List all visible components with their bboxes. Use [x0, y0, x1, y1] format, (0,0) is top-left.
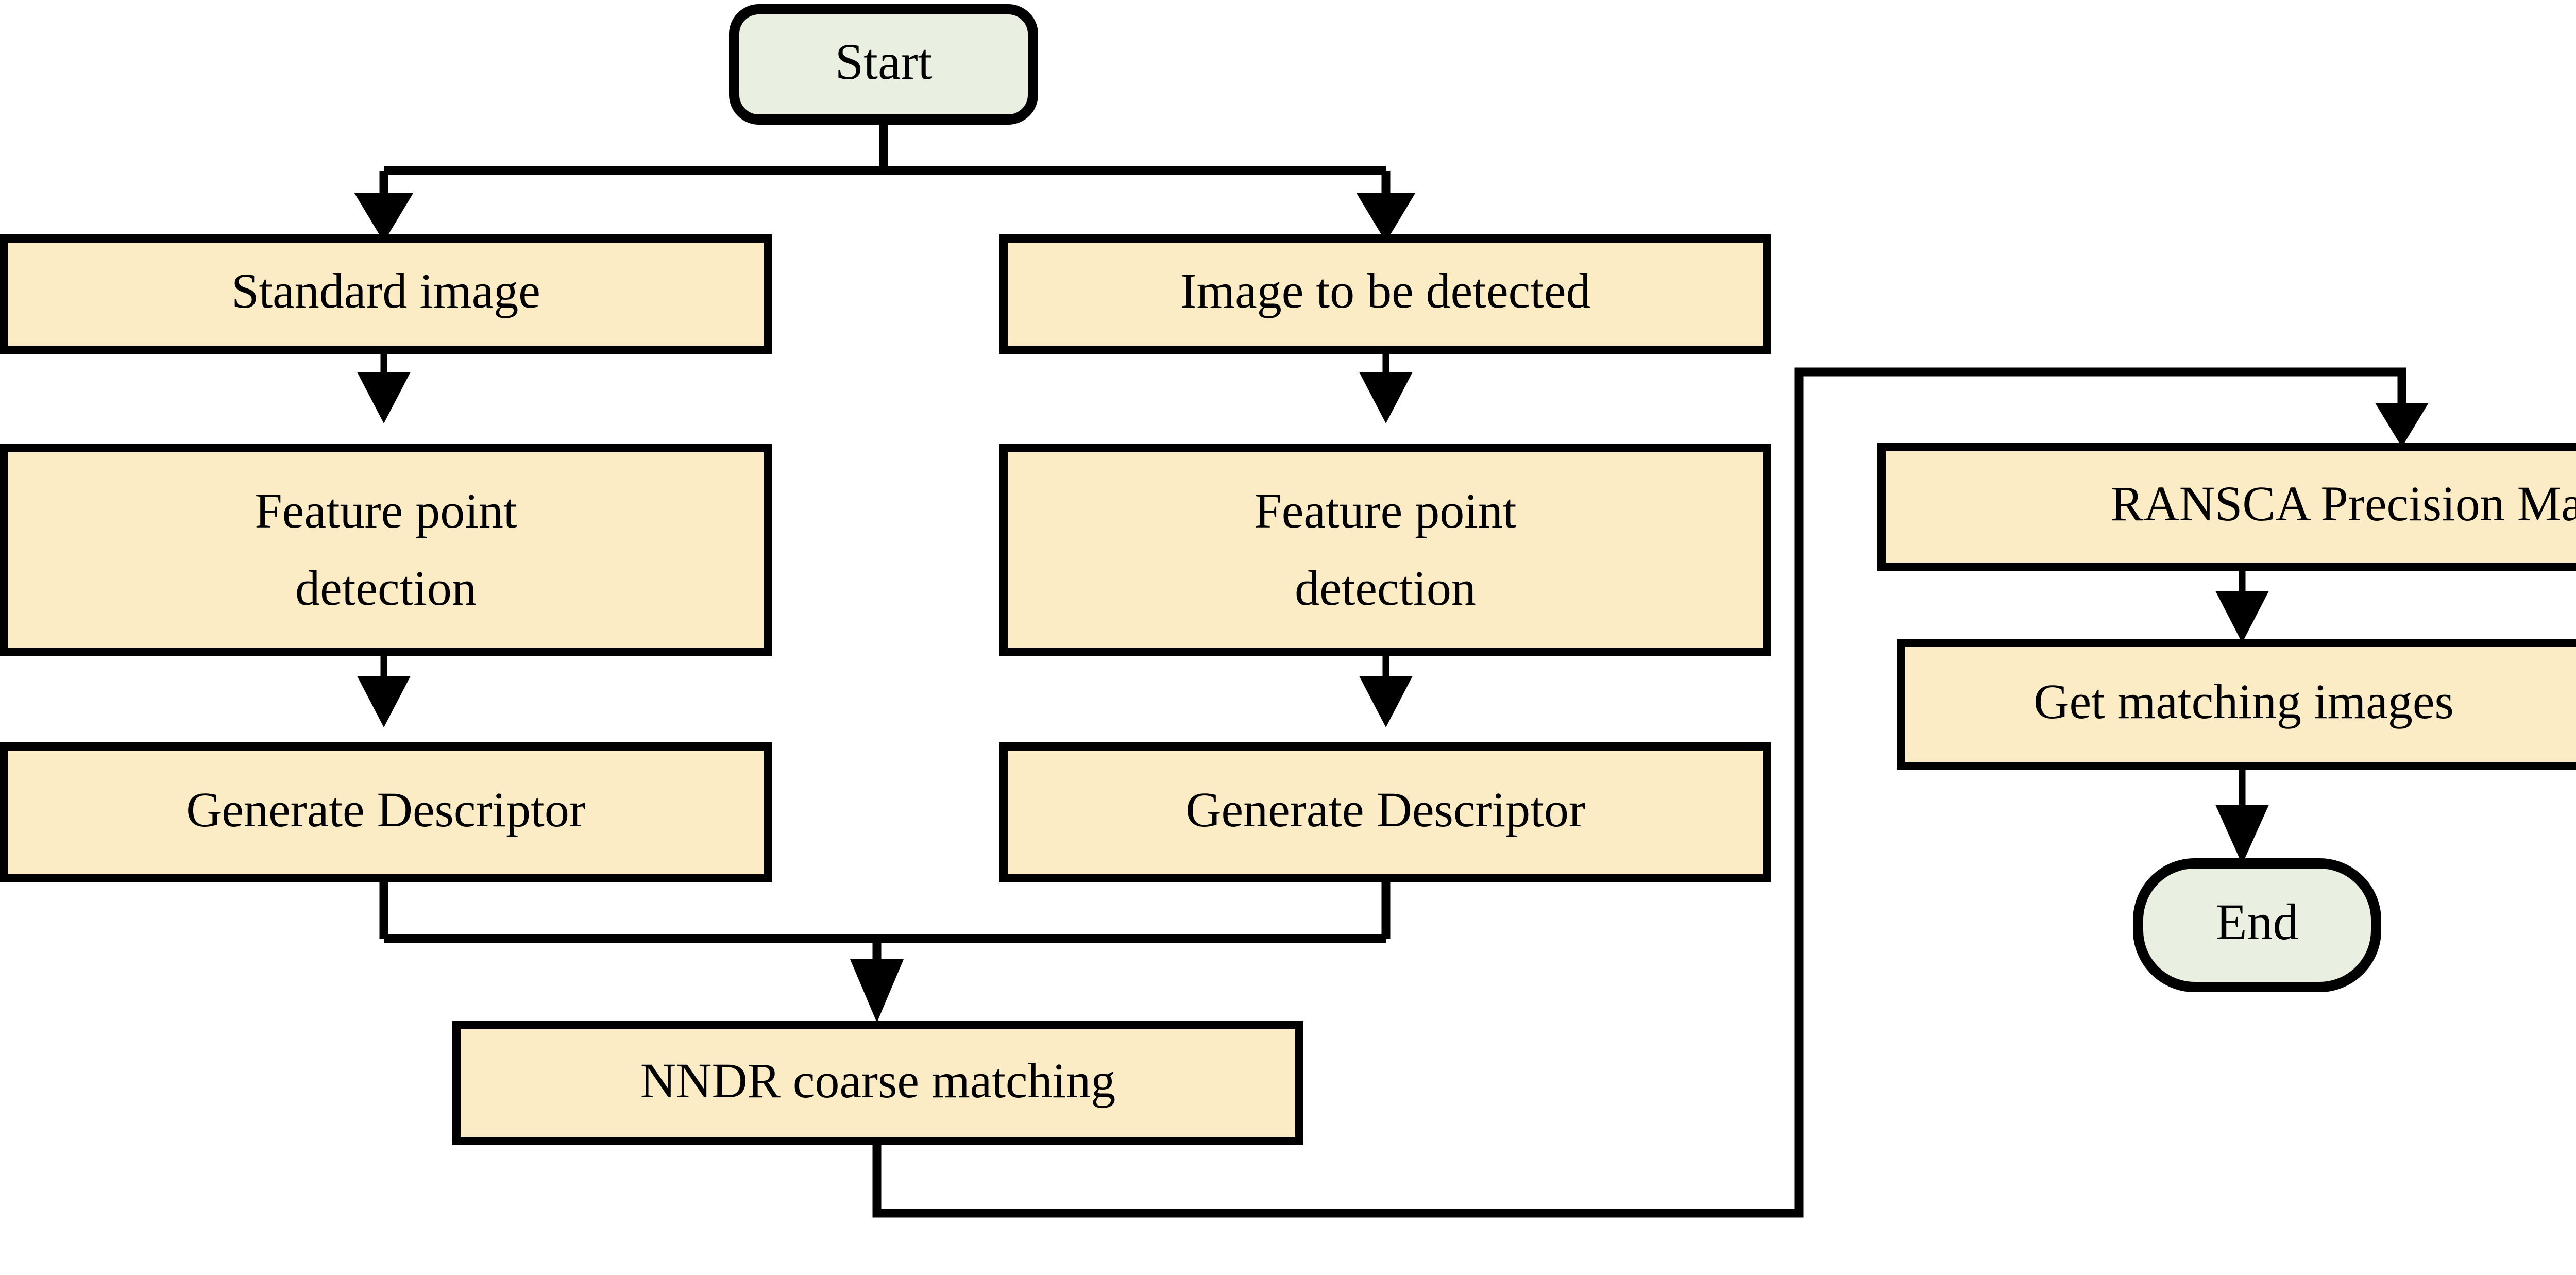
node-generate-descriptor-right[interactable]: Generate Descriptor	[999, 742, 1771, 882]
node-standard-image-label: Standard image	[231, 263, 540, 318]
node-end-label: End	[2215, 893, 2298, 950]
node-feature-point-detection-left[interactable]: Feature point detection	[0, 444, 772, 656]
edge-feature-left-to-descriptor-left	[357, 652, 411, 727]
edge-ransca-to-get-matching	[2215, 567, 2269, 643]
node-start[interactable]: Start	[729, 4, 1038, 125]
node-get-matching-images-label: Get matching images	[2033, 674, 2454, 729]
node-feature-point-detection-left-line1: Feature point	[255, 483, 517, 538]
edge-start-fork	[354, 120, 1415, 242]
edge-descriptors-merge-to-nndr	[379, 878, 1391, 1023]
node-nndr-coarse-matching-label: NNDR coarse matching	[640, 1053, 1115, 1108]
node-feature-point-detection-right-line2: detection	[1295, 560, 1476, 616]
edge-standard-to-feature-left	[357, 350, 411, 423]
edge-detected-to-feature-right	[1359, 350, 1413, 423]
node-feature-point-detection-right[interactable]: Feature point detection	[999, 444, 1771, 656]
edge-feature-right-to-descriptor-right	[1359, 652, 1413, 727]
node-generate-descriptor-left[interactable]: Generate Descriptor	[0, 742, 772, 882]
node-standard-image[interactable]: Standard image	[0, 234, 772, 354]
node-generate-descriptor-right-label: Generate Descriptor	[1185, 782, 1585, 837]
node-feature-point-detection-right-line1: Feature point	[1254, 483, 1517, 538]
node-end[interactable]: End	[2133, 858, 2381, 992]
node-generate-descriptor-left-label: Generate Descriptor	[186, 782, 586, 837]
node-nndr-coarse-matching[interactable]: NNDR coarse matching	[452, 1021, 1303, 1145]
node-feature-point-detection-left-line2: detection	[295, 560, 477, 616]
node-ransca-precision-matching-label: RANSCA Precision Matching	[2110, 476, 2576, 531]
node-get-matching-images[interactable]: Get matching images	[1897, 639, 2576, 770]
node-ransca-precision-matching[interactable]: RANSCA Precision Matching	[1877, 443, 2576, 571]
edge-nndr-to-ransca	[872, 367, 2429, 1218]
node-image-to-be-detected[interactable]: Image to be detected	[999, 234, 1771, 354]
edge-get-matching-to-end	[2215, 766, 2269, 864]
node-start-label: Start	[835, 33, 933, 90]
node-image-to-be-detected-label: Image to be detected	[1180, 263, 1591, 318]
